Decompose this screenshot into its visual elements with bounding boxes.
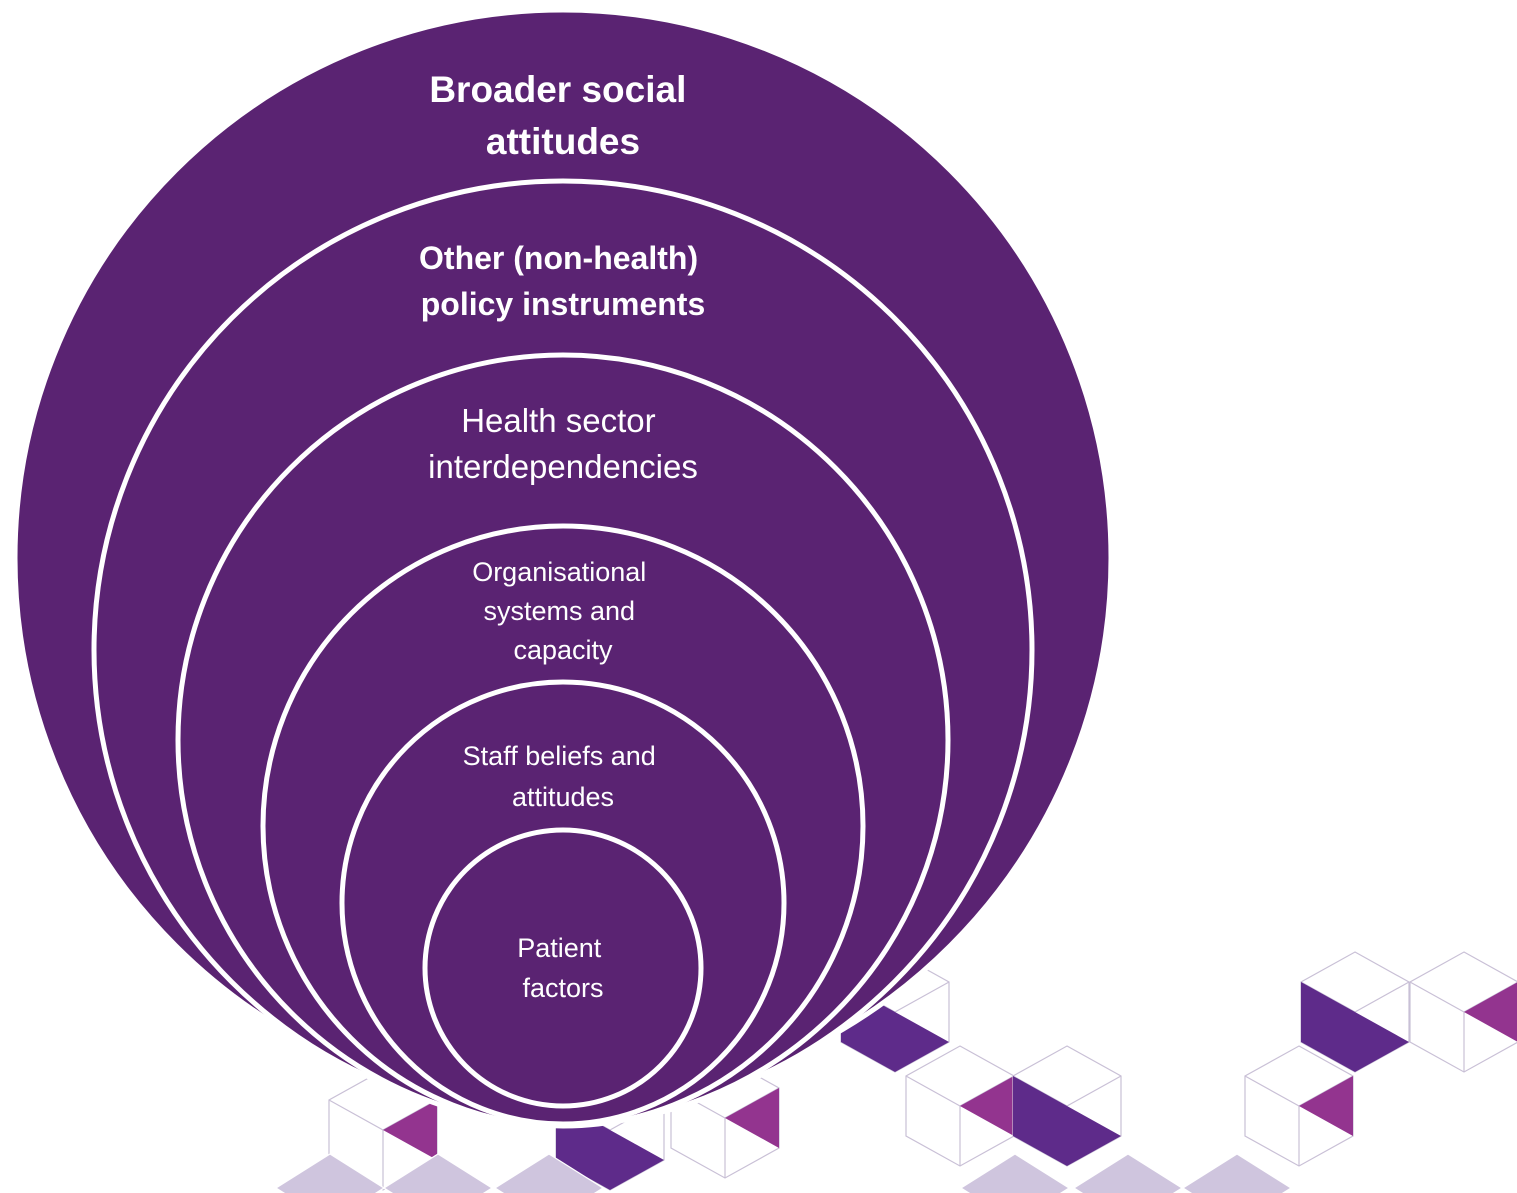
ring-patient-factors [422,827,704,1109]
label-health-sector-interdependencies: Health sector interdependencies [428,402,698,485]
cube-light-diamond [1072,1153,1184,1193]
cube-edge [894,981,950,1013]
cube-light-diamond [493,1153,605,1193]
cube-face-dark [1013,1076,1121,1166]
cube-edge [328,1099,384,1131]
label-staff-beliefs: Staff beliefs and attitudes [463,741,664,812]
cube-light-diamond [1181,1153,1293,1193]
cube-face-accent [1299,1076,1353,1136]
cube-face-accent [960,1076,1014,1136]
cube-edge [1354,981,1410,1013]
cube-face-accent [725,1088,779,1148]
cube-face-dark [1301,982,1409,1072]
ring-labels: Broader social attitudes Other (non-heal… [419,69,707,1003]
cube-light-diamond [959,1153,1071,1193]
label-broader-social-attitudes: Broader social attitudes [429,69,696,162]
cube-light-diamond [274,1153,386,1193]
concentric-rings [12,7,1114,1129]
cube-edge [1066,1075,1122,1107]
cube-edge [905,1075,961,1107]
cube-edge [1409,981,1465,1013]
label-other-policy-instruments: Other (non-health) policy instruments [419,240,707,322]
cube-face-accent [1464,982,1517,1042]
cube-light-diamond [382,1153,494,1193]
cube-edge [1244,1075,1300,1107]
label-organisational-systems: Organisational systems and capacity [472,557,654,665]
label-patient-factors: Patient factors [517,933,609,1003]
cube-face-accent [383,1100,437,1160]
